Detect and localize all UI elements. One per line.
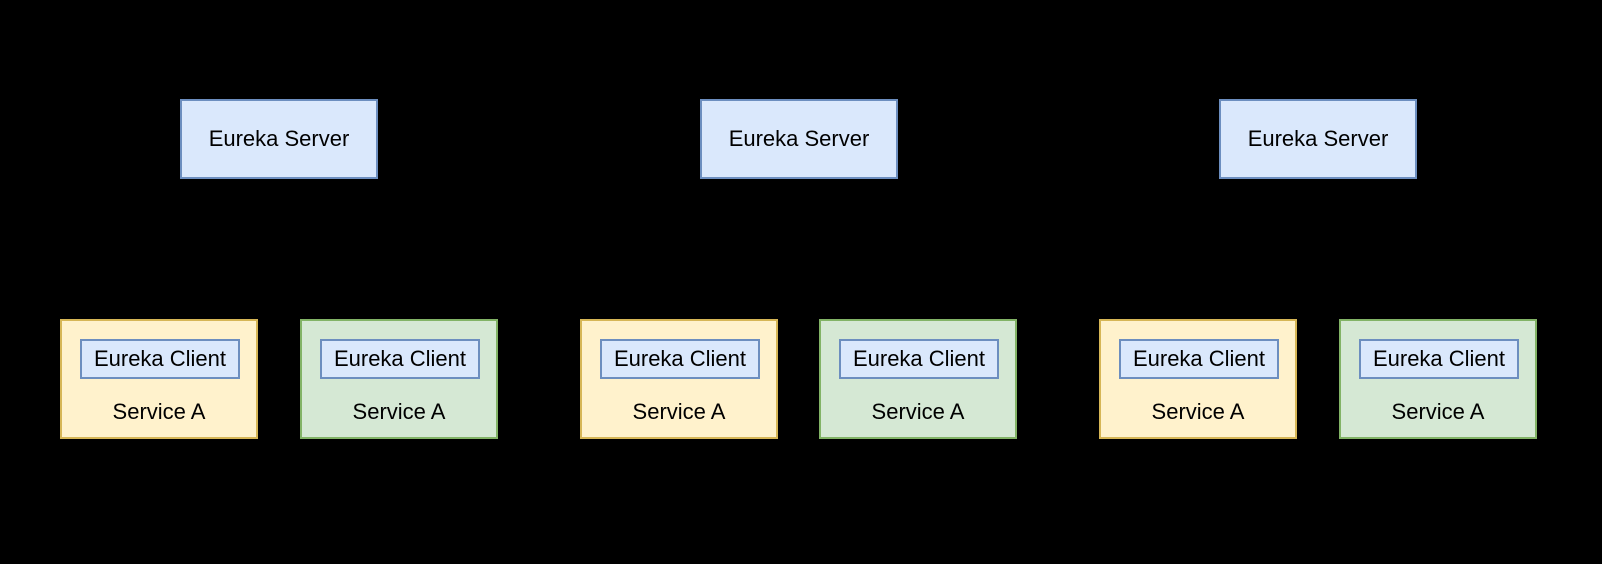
service-label: Service A xyxy=(632,399,726,424)
eureka-server-2: Eureka Server xyxy=(700,99,898,179)
service-a-4: Eureka Client Service A xyxy=(819,319,1017,439)
eureka-client-1: Eureka Client xyxy=(80,339,240,379)
server-1-connector-stub xyxy=(278,178,282,184)
eureka-server-3: Eureka Server xyxy=(1219,99,1417,179)
server-3-connector-stub xyxy=(1317,178,1321,184)
eureka-client-2: Eureka Client xyxy=(320,339,480,379)
eureka-server-label: Eureka Server xyxy=(728,126,870,151)
service-a-3: Eureka Client Service A xyxy=(580,319,778,439)
eureka-client-label: Eureka Client xyxy=(333,346,467,371)
eureka-client-label: Eureka Client xyxy=(852,346,986,371)
eureka-client-label: Eureka Client xyxy=(1372,346,1506,371)
eureka-client-3: Eureka Client xyxy=(600,339,760,379)
service-a-1: Eureka Client Service A xyxy=(60,319,258,439)
eureka-server-label: Eureka Server xyxy=(1247,126,1389,151)
service-label: Service A xyxy=(1391,399,1485,424)
service-label: Service A xyxy=(352,399,446,424)
service-label: Service A xyxy=(1151,399,1245,424)
service-label: Service A xyxy=(871,399,965,424)
eureka-client-label: Eureka Client xyxy=(93,346,227,371)
eureka-server-label: Eureka Server xyxy=(208,126,350,151)
eureka-client-6: Eureka Client xyxy=(1359,339,1519,379)
eureka-client-label: Eureka Client xyxy=(613,346,747,371)
eureka-client-label: Eureka Client xyxy=(1132,346,1266,371)
eureka-client-5: Eureka Client xyxy=(1119,339,1279,379)
service-a-5: Eureka Client Service A xyxy=(1099,319,1297,439)
service-a-6: Eureka Client Service A xyxy=(1339,319,1537,439)
server-2-connector-stub xyxy=(798,178,802,184)
service-label: Service A xyxy=(112,399,206,424)
eureka-server-1: Eureka Server xyxy=(180,99,378,179)
eureka-client-4: Eureka Client xyxy=(839,339,999,379)
service-a-2: Eureka Client Service A xyxy=(300,319,498,439)
